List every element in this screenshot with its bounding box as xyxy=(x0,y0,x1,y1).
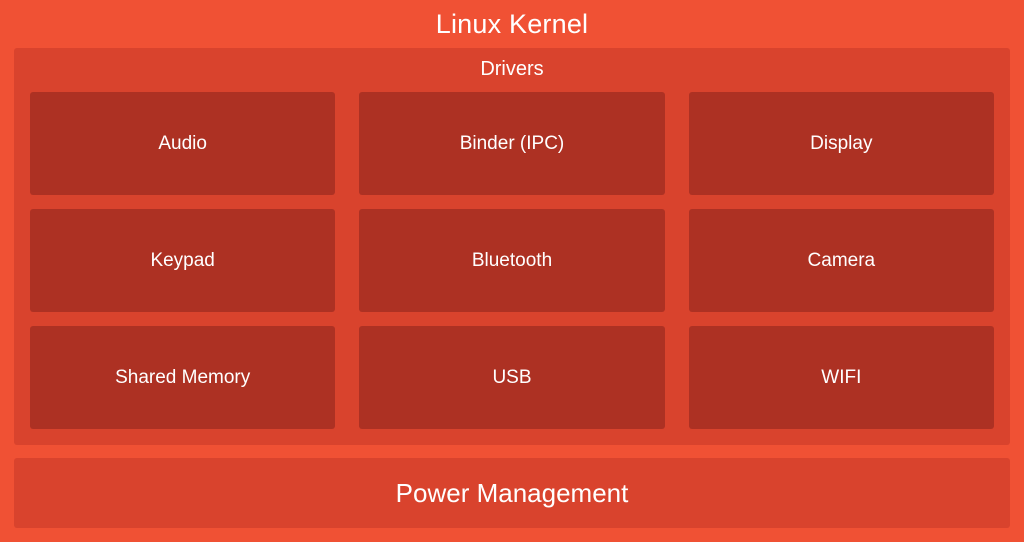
driver-cell-display[interactable]: Display xyxy=(688,92,994,195)
drivers-row: Shared Memory USB WIFI xyxy=(30,326,994,429)
driver-cell-keypad[interactable]: Keypad xyxy=(30,209,336,312)
page-title: Linux Kernel xyxy=(435,9,589,39)
power-management-block[interactable]: Power Management xyxy=(14,458,1010,528)
driver-cell-shared-memory[interactable]: Shared Memory xyxy=(30,326,336,429)
driver-cell-usb[interactable]: USB xyxy=(359,326,665,429)
driver-cell-wifi[interactable]: WIFI xyxy=(688,326,994,429)
drivers-section-title: Drivers xyxy=(480,58,544,80)
drivers-row: Audio Binder (IPC) Display xyxy=(30,92,994,195)
drivers-row: Keypad Bluetooth Camera xyxy=(30,209,994,312)
driver-cell-audio[interactable]: Audio xyxy=(30,92,336,195)
drivers-panel: Drivers Audio Binder (IPC) Display Keypa… xyxy=(14,48,1010,445)
drivers-grid: Audio Binder (IPC) Display Keypad Blueto… xyxy=(14,92,1010,445)
driver-cell-bluetooth[interactable]: Bluetooth xyxy=(359,209,665,312)
driver-cell-binder-ipc[interactable]: Binder (IPC) xyxy=(359,92,665,195)
driver-cell-camera[interactable]: Camera xyxy=(688,209,994,312)
